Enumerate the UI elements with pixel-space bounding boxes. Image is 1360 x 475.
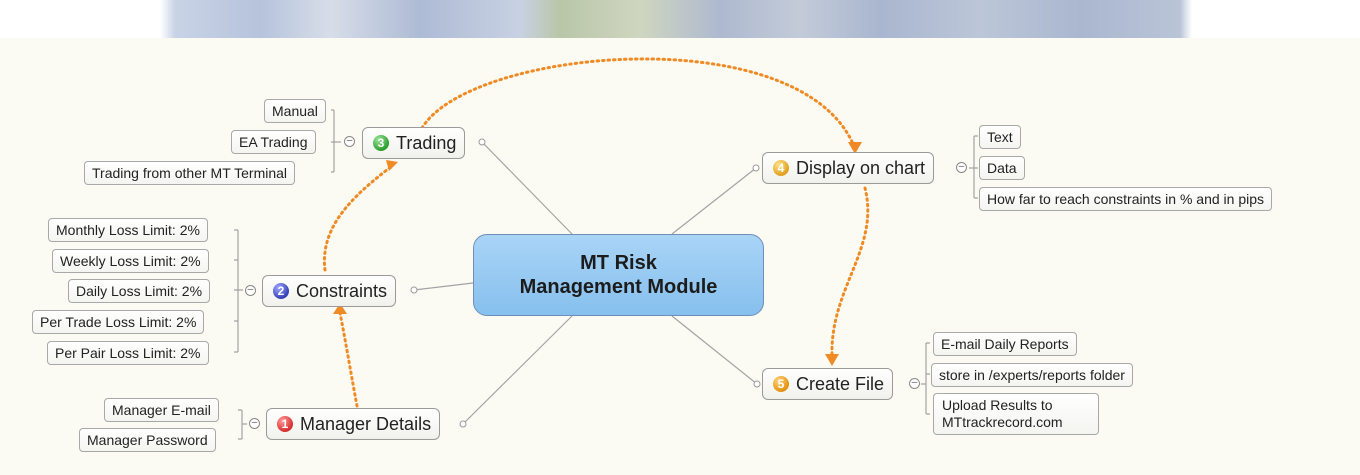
trading-item-manual[interactable]: Manual bbox=[264, 99, 326, 123]
create-file-item-email-reports[interactable]: E-mail Daily Reports bbox=[933, 332, 1077, 356]
dependency-manager-to-constraints bbox=[338, 311, 359, 408]
create-file-item-upload-results[interactable]: Upload Results to MTtrackrecord.com bbox=[933, 393, 1099, 435]
link-create-file bbox=[671, 315, 758, 385]
dependency-trading-to-display bbox=[420, 57, 856, 148]
link-constraints bbox=[413, 282, 474, 291]
constraint-per-trade[interactable]: Per Trade Loss Limit: 2% bbox=[32, 310, 205, 334]
collapse-toggle-trading[interactable]: – bbox=[344, 136, 355, 147]
collapse-toggle-create-file[interactable]: – bbox=[909, 378, 920, 389]
constraint-monthly[interactable]: Monthly Loss Limit: 2% bbox=[48, 218, 208, 242]
display-item-data[interactable]: Data bbox=[979, 156, 1025, 180]
central-topic-line1: MT Risk bbox=[580, 252, 657, 274]
trading-item-other-terminal[interactable]: Trading from other MT Terminal bbox=[84, 161, 296, 185]
display-item-text[interactable]: Text bbox=[979, 125, 1021, 149]
priority-3-icon: 3 bbox=[373, 135, 389, 151]
display-item-constraints-distance[interactable]: How far to reach constraints in % and in… bbox=[979, 187, 1273, 211]
central-topic-line2: Management Module bbox=[519, 276, 718, 298]
link-manager-details bbox=[462, 315, 573, 425]
header-banner-image bbox=[0, 0, 1360, 38]
dependency-constraints-to-trading bbox=[322, 164, 394, 272]
priority-4-icon: 4 bbox=[773, 160, 789, 176]
topic-display-on-chart-label: Display on chart bbox=[796, 157, 926, 178]
topic-create-file-label: Create File bbox=[796, 373, 885, 394]
constraint-per-pair[interactable]: Per Pair Loss Limit: 2% bbox=[47, 341, 209, 365]
trading-item-ea-trading[interactable]: EA Trading bbox=[231, 130, 316, 154]
topic-display-on-chart[interactable]: 4 Display on chart bbox=[762, 152, 935, 184]
topic-create-file[interactable]: 5 Create File bbox=[762, 368, 894, 400]
topic-constraints-label: Constraints bbox=[296, 280, 388, 301]
topic-constraints[interactable]: 2 Constraints bbox=[262, 275, 397, 307]
constraint-weekly[interactable]: Weekly Loss Limit: 2% bbox=[52, 249, 209, 273]
collapse-toggle-display-on-chart[interactable]: – bbox=[956, 162, 967, 173]
collapse-toggle-constraints[interactable]: – bbox=[245, 285, 256, 296]
topic-trading[interactable]: 3 Trading bbox=[362, 127, 466, 159]
priority-2-icon: 2 bbox=[273, 283, 289, 299]
mind-map-canvas[interactable]: MT Risk Management Module 3 Trading – Ma… bbox=[0, 38, 1360, 475]
constraint-daily[interactable]: Daily Loss Limit: 2% bbox=[68, 279, 211, 303]
manager-item-password[interactable]: Manager Password bbox=[79, 428, 216, 452]
create-file-item-store-folder[interactable]: store in /experts/reports folder bbox=[931, 363, 1133, 387]
link-display-on-chart bbox=[671, 167, 757, 235]
topic-manager-details-label: Manager Details bbox=[300, 413, 432, 434]
topic-manager-details[interactable]: 1 Manager Details bbox=[266, 408, 441, 440]
connector-lines bbox=[234, 57, 978, 440]
dependency-display-to-create-file bbox=[830, 186, 870, 358]
manager-item-email[interactable]: Manager E-mail bbox=[104, 398, 219, 422]
priority-1-icon: 1 bbox=[277, 416, 293, 432]
central-topic[interactable]: MT Risk Management Module bbox=[473, 234, 764, 316]
topic-trading-label: Trading bbox=[396, 132, 457, 153]
priority-5-icon: 5 bbox=[773, 376, 789, 392]
collapse-toggle-manager-details[interactable]: – bbox=[249, 418, 260, 429]
link-trading bbox=[481, 141, 573, 235]
